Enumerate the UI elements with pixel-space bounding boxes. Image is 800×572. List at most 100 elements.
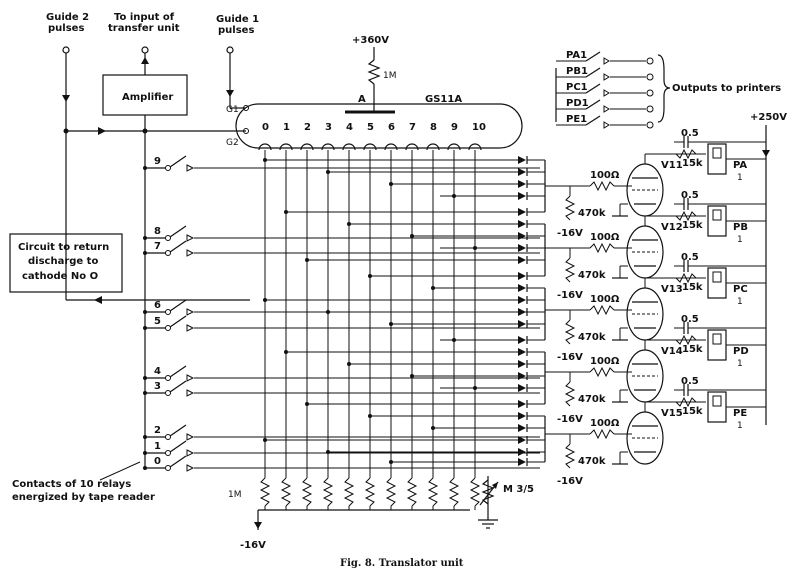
- cathode-1: [279, 143, 293, 151]
- printer-switch-pb1: PB1: [556, 66, 654, 81]
- meter-m35: M 3/5: [478, 476, 534, 529]
- bottom-resistor-bank: [259, 477, 481, 510]
- svg-text:1: 1: [737, 297, 743, 307]
- cathode-7: [405, 143, 419, 151]
- svg-text:100Ω: 100Ω: [590, 170, 620, 181]
- matrix-diode: [518, 220, 528, 228]
- cathode-6: [384, 143, 398, 151]
- cathode-3: [321, 143, 335, 151]
- cathode-resistor-8: [427, 477, 439, 507]
- svg-text:V15: V15: [661, 408, 683, 419]
- svg-text:7: 7: [154, 241, 161, 252]
- matrix-diode: [518, 232, 528, 240]
- svg-text:100Ω: 100Ω: [590, 418, 620, 429]
- svg-text:1: 1: [737, 421, 743, 431]
- relay-contact-4: 4: [143, 365, 540, 382]
- svg-text:470k: 470k: [578, 208, 606, 219]
- svg-text:PB: PB: [733, 222, 748, 233]
- b-plus-rail: +250V: [750, 112, 787, 425]
- svg-text:470k: 470k: [578, 332, 606, 343]
- svg-text:PE1: PE1: [566, 114, 587, 125]
- svg-text:1M: 1M: [383, 71, 397, 81]
- transfer-unit-input: To input of transfer unit: [108, 12, 180, 75]
- cathode-2: [300, 143, 314, 151]
- matrix-diode: [518, 336, 528, 344]
- svg-text:15k: 15k: [682, 406, 703, 417]
- matrix-diode: [518, 412, 528, 420]
- cathode-5: [363, 143, 377, 151]
- svg-text:100Ω: 100Ω: [590, 232, 620, 243]
- matrix-diode: [518, 156, 528, 164]
- svg-text:To input of: To input of: [114, 12, 175, 23]
- svg-text:-16V: -16V: [557, 228, 583, 239]
- svg-text:M 3/5: M 3/5: [503, 484, 534, 495]
- matrix-diode: [518, 244, 528, 252]
- svg-text:PB1: PB1: [566, 66, 588, 77]
- cathode-10: [468, 143, 482, 151]
- cathode-6-label: 6: [388, 122, 395, 133]
- svg-text:PE: PE: [733, 408, 747, 419]
- cathode-resistor-3: [322, 477, 334, 507]
- matrix-diode: [518, 272, 528, 280]
- cathode-8: [426, 143, 440, 151]
- svg-text:0.5: 0.5: [681, 314, 699, 325]
- cathode-4-label: 4: [346, 122, 353, 133]
- printer-switch-pc1: PC1: [556, 82, 654, 97]
- svg-text:G1: G1: [226, 105, 239, 115]
- svg-text:V13: V13: [661, 284, 683, 295]
- cathode-resistor-6: [385, 477, 397, 507]
- matrix-diode: [518, 168, 528, 176]
- svg-text:470k: 470k: [578, 394, 606, 405]
- svg-text:1M: 1M: [228, 490, 242, 500]
- matrix-diode: [518, 424, 528, 432]
- svg-text:PA: PA: [733, 160, 747, 171]
- svg-text:+250V: +250V: [750, 112, 787, 123]
- matrix-diode: [518, 384, 528, 392]
- relay-contact-5: 5: [143, 315, 540, 332]
- relay-contact-0: 0: [143, 455, 540, 472]
- svg-text:Guide 1: Guide 1: [216, 14, 259, 25]
- svg-text:V12: V12: [661, 222, 683, 233]
- amplifier-block: Amplifier: [102, 74, 188, 470]
- cathode-0: [258, 143, 272, 151]
- relay-contact-9: 9: [143, 155, 540, 172]
- svg-text:3: 3: [154, 381, 161, 392]
- svg-text:100Ω: 100Ω: [590, 356, 620, 367]
- svg-text:Guide 2: Guide 2: [46, 12, 89, 23]
- relay-contact-3: 3: [143, 380, 540, 397]
- svg-text:470k: 470k: [578, 270, 606, 281]
- relay-contact-1: 1: [143, 440, 540, 457]
- cathode-2-label: 2: [304, 122, 311, 133]
- cathode-9-label: 9: [451, 122, 458, 133]
- guide2-input: Guide 2 pulses: [46, 12, 89, 300]
- matrix-diode: [518, 372, 528, 380]
- svg-text:0.5: 0.5: [681, 252, 699, 263]
- anode-supply: +360V 1M A: [352, 35, 397, 112]
- cathode-4: [342, 143, 356, 151]
- matrix-diode: [518, 400, 528, 408]
- cathode-resistor-9: [448, 477, 460, 507]
- printer-switch-pe1: PE1: [556, 114, 654, 129]
- svg-text:-16V: -16V: [557, 476, 583, 487]
- bottom-supply: 1M -16V: [228, 490, 470, 551]
- svg-text:Contacts of 10 relays: Contacts of 10 relays: [12, 479, 131, 490]
- diode-matrix: [263, 156, 546, 466]
- matrix-diode: [518, 296, 528, 304]
- svg-text:GS11A: GS11A: [425, 94, 462, 105]
- cathode-resistor-10: [469, 477, 481, 507]
- svg-text:pulses: pulses: [48, 23, 84, 34]
- matrix-diode: [518, 458, 528, 466]
- svg-text:PD: PD: [733, 346, 749, 357]
- svg-text:1: 1: [737, 235, 743, 245]
- svg-text:9: 9: [154, 156, 161, 167]
- cathode-8-label: 8: [430, 122, 437, 133]
- svg-text:-16V: -16V: [240, 540, 266, 551]
- svg-text:cathode No O: cathode No O: [22, 271, 98, 282]
